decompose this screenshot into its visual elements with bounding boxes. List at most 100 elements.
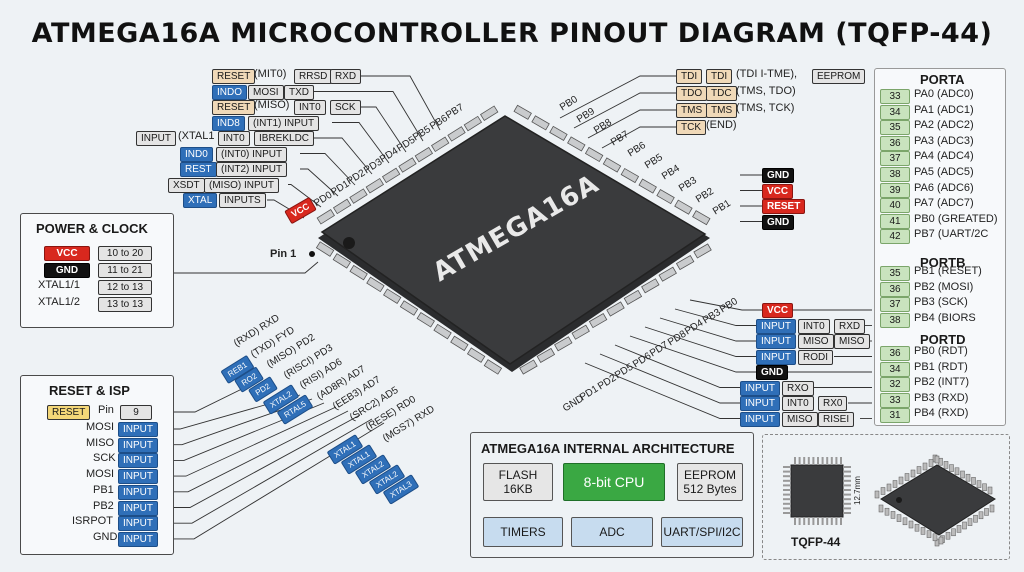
- top-left-tag: RESET: [212, 69, 256, 84]
- package-iso-lead: [962, 521, 967, 530]
- bottom-left-pin: [466, 347, 486, 363]
- port-function: PA3 (ADC3): [914, 134, 974, 147]
- package-iso-lead: [960, 470, 965, 479]
- package-flat-lead: [807, 457, 810, 465]
- package-iso-lead: [890, 511, 896, 519]
- package-art: [783, 454, 996, 547]
- top-right-wire: [573, 92, 676, 129]
- wire-layer: [152, 75, 872, 540]
- package-iso-lead: [943, 461, 949, 469]
- port-function: PB0 (RDT): [914, 345, 968, 357]
- top-right-tag: TDI: [706, 69, 733, 84]
- package-iso-lead: [874, 490, 880, 499]
- package-flat-lead: [803, 457, 806, 465]
- timers-block: TIMERS: [483, 517, 563, 547]
- package-iso-lead: [910, 469, 916, 478]
- bottom-right-tag: RODI: [798, 349, 833, 365]
- bottom-right-wire: [674, 308, 756, 326]
- top-left-tag: INPUTS: [219, 193, 266, 208]
- package-flat-lead: [843, 479, 851, 482]
- top-left-wire: [300, 168, 339, 197]
- port-pin-number: 35: [880, 120, 910, 136]
- port-pin-number: 35: [880, 266, 910, 281]
- bottom-right-wire: [584, 362, 740, 419]
- port-function: PB1 (RDT): [914, 360, 968, 373]
- power-clock-tag: GND: [44, 263, 90, 278]
- package-flat-body: [790, 464, 844, 518]
- package-flat-lead: [783, 498, 791, 501]
- port-pin-number: 34: [880, 104, 910, 120]
- package-flat-lead: [783, 493, 791, 496]
- top-left-wire: [314, 137, 373, 175]
- top-right-func: (END): [706, 119, 737, 131]
- bottom-right-tag: VCC: [762, 303, 794, 318]
- package-flat-lead: [783, 484, 791, 487]
- bottom-left-pin: [349, 264, 368, 281]
- page-title: ATMEGA16A MICROCONTROLLER PINOUT DIAGRAM…: [31, 18, 993, 49]
- package-flat-lead: [843, 502, 851, 505]
- bottom-right-pin: [571, 324, 590, 340]
- package-iso-lead: [880, 487, 886, 495]
- top-left-pin: [332, 198, 352, 215]
- package-flat-lead: [812, 517, 815, 525]
- package-iso-lead: [922, 462, 928, 471]
- isp-input-tag: INPUT: [118, 500, 158, 516]
- top-left-tag: RESET: [212, 100, 256, 115]
- top-left-tag: INDO: [212, 84, 247, 100]
- top-left-pin: [381, 167, 401, 184]
- portb-title: PORTB: [920, 255, 966, 270]
- top-right-wire: [559, 75, 676, 119]
- bottom-right-pin: [675, 254, 695, 271]
- top-left-pin: [365, 177, 385, 194]
- package-iso-lead: [920, 527, 926, 535]
- bottom-left-pin: [483, 359, 503, 375]
- top-left-func: (MIT0): [254, 68, 287, 80]
- bottom-left-pin: [399, 300, 419, 316]
- top-left-tag: IND0: [180, 146, 213, 162]
- package-iso-lead: [932, 533, 938, 542]
- package-flat-lead: [843, 489, 851, 491]
- eeprom-size: 512 Bytes: [683, 482, 737, 496]
- isp-label: MOSI: [86, 421, 115, 433]
- top-right-wire: [601, 126, 676, 149]
- package-flat-lead: [783, 479, 791, 482]
- top-right-pin: [549, 125, 568, 141]
- package-flat-lead: [840, 457, 842, 465]
- flash-size: 16KB: [503, 482, 533, 496]
- package-iso-lead: [926, 530, 932, 538]
- bottom-right-tag: RISEI: [818, 411, 855, 427]
- top-left-tag: (INT2) INPUT: [216, 162, 288, 177]
- package-iso-lead: [945, 531, 951, 540]
- isp-input-tag: INPUT: [118, 437, 158, 453]
- package-flat-lead: [803, 517, 806, 525]
- isp-label: PB1: [93, 483, 114, 496]
- top-left-pin: [430, 136, 450, 153]
- package-flat-lead: [794, 457, 796, 465]
- adc-block: ADC: [571, 517, 653, 547]
- package-iso-lead: [934, 455, 940, 464]
- bottom-right-tag: INPUT: [756, 349, 796, 365]
- bottom-right-pin: [588, 313, 608, 329]
- bottom-right-tag: INT0: [798, 318, 830, 334]
- package-flat-lead: [783, 470, 791, 473]
- package-flat-lead: [843, 470, 851, 473]
- port-pin-number: 36: [880, 281, 910, 297]
- chip-body: [320, 115, 707, 365]
- package-flat-lead: [821, 457, 824, 465]
- bottom-right-tag: GND: [756, 365, 789, 380]
- top-left-tag: INT0: [218, 131, 250, 146]
- package-iso-lead: [984, 508, 989, 516]
- bottom-right-wire: [659, 317, 756, 342]
- package-iso-lead: [904, 473, 910, 481]
- port-function: PA6 (ADC6): [914, 181, 974, 194]
- top-right-pin: [674, 199, 693, 215]
- top-right-pin: [531, 115, 550, 131]
- eeprom-label: EEPROM: [683, 468, 736, 482]
- top-left-pin: [480, 105, 499, 121]
- isp-label: ISRPOT: [72, 515, 113, 528]
- package-flat-lead: [821, 517, 824, 525]
- bottom-right-pin: [623, 289, 643, 305]
- top-left-func: (XTAL1: [178, 130, 215, 142]
- flash-block: FLASH 16KB: [483, 463, 553, 501]
